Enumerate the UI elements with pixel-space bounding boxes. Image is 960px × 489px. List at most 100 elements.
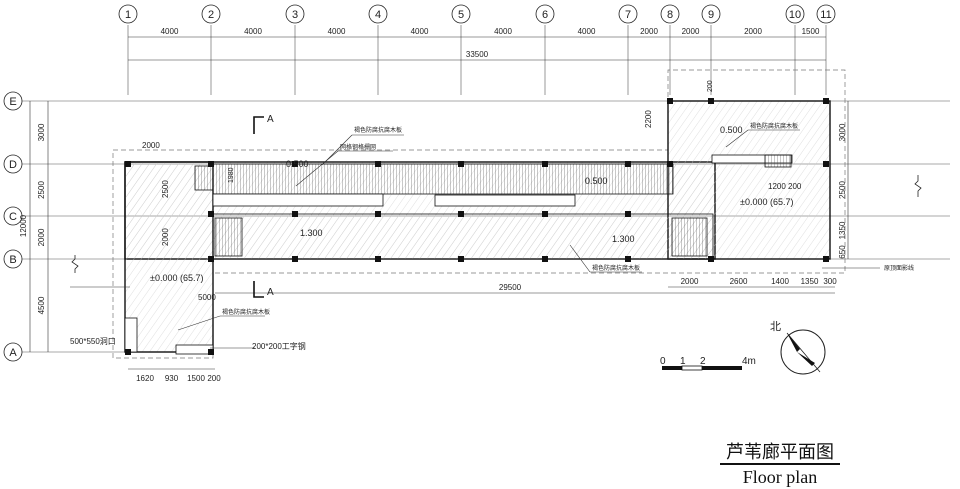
column-marker	[823, 98, 829, 104]
dimension-value: 1350	[838, 221, 847, 239]
section-mark-top: A	[267, 114, 274, 125]
annotation-mesh: 网格钢格栅网	[340, 143, 376, 151]
dimension-value: 2000	[37, 228, 46, 246]
column-marker	[208, 211, 214, 217]
row-axis-label: B	[9, 254, 16, 266]
column-axis-bubble	[660, 4, 680, 24]
dimension-value: 650	[838, 245, 847, 259]
inner-dimension: 2500	[161, 180, 170, 198]
column-marker	[542, 161, 548, 167]
column-marker	[458, 161, 464, 167]
column-marker	[375, 211, 381, 217]
dimension-value: 12000	[19, 214, 28, 237]
column-marker	[542, 256, 548, 262]
column-axis-bubble	[701, 4, 721, 24]
scale-label: 1	[680, 356, 686, 367]
elevation-label: 1.300	[612, 234, 635, 244]
row-axis-bubble	[3, 342, 23, 362]
row-axis-bubble	[3, 249, 23, 269]
annotation-beam: 200*200工字钢	[252, 341, 306, 351]
column-axis-bubble	[118, 4, 138, 24]
dimension-value: 2600	[730, 277, 748, 286]
column-marker	[208, 349, 214, 355]
column-axis-label: 2	[208, 9, 214, 21]
dimension-value: 930	[165, 374, 179, 383]
drawing-title-chinese: 芦苇廊平面图	[726, 442, 834, 463]
dimension-value: 4000	[411, 27, 429, 36]
column-marker	[208, 256, 214, 262]
column-axis-label: 4	[375, 9, 381, 21]
elevation-label: 1.300	[300, 228, 323, 238]
column-axis-label: 6	[542, 9, 548, 21]
section-mark-bottom: A	[267, 287, 274, 298]
dimension-value: 2500	[838, 181, 847, 199]
column-marker	[292, 211, 298, 217]
column-axis-label: 10	[789, 9, 801, 21]
dimension-value: 2000	[682, 27, 700, 36]
dimension-value: 3000	[37, 123, 46, 141]
inner-dimension: 1980	[228, 167, 235, 183]
dimension-value: 1350	[801, 277, 819, 286]
column-axis-bubble	[618, 4, 638, 24]
dimension-value: 4000	[328, 27, 346, 36]
walls-and-floor	[124, 100, 831, 355]
column-marker	[667, 161, 673, 167]
title-underline	[720, 463, 840, 465]
annotation-leaders	[70, 129, 880, 349]
elevation-label: 0.500	[286, 159, 309, 169]
inner-dimension: 200	[788, 182, 802, 191]
column-marker	[458, 256, 464, 262]
inner-dimension: 5000	[198, 293, 216, 302]
elevation-label: 0.500	[720, 125, 743, 135]
row-axis-bubble	[3, 91, 23, 111]
dimension-value: 1620	[136, 374, 154, 383]
dimension-value: 1500	[187, 374, 205, 383]
drawing-title-english: Floor plan	[742, 467, 818, 487]
column-marker	[708, 98, 714, 104]
column-marker	[667, 98, 673, 104]
dimension-value: 4000	[161, 27, 179, 36]
column-axis-bubble	[368, 4, 388, 24]
column-marker	[125, 161, 131, 167]
dimension-value: 2000	[744, 27, 762, 36]
annotation-edge: 原顶面影线	[884, 264, 914, 272]
column-marker	[823, 161, 829, 167]
dimension-value: 3000	[838, 123, 847, 141]
row-axis-bubble	[3, 206, 23, 226]
inner-dimension: 2000	[142, 141, 160, 150]
section-marks	[253, 116, 264, 298]
column-axis-label: 9	[708, 9, 714, 21]
column-marker	[625, 161, 631, 167]
dimension-value: 4000	[244, 27, 262, 36]
column-marker	[125, 349, 131, 355]
scale-bar	[662, 365, 742, 371]
north-arrow-icon	[780, 329, 826, 375]
column-axis-bubble	[451, 4, 471, 24]
column-marker	[625, 256, 631, 262]
annotation-board: 褐色防腐抗腐木板	[750, 122, 798, 130]
dimension-value: 4500	[37, 296, 46, 314]
dimension-value: 4000	[578, 27, 596, 36]
scale-label: 4m	[742, 356, 756, 367]
column-axis-label: 3	[292, 9, 298, 21]
column-marker	[542, 211, 548, 217]
dimension-value: 2500	[37, 181, 46, 199]
dimension-lines	[29, 36, 849, 370]
row-axis-label: E	[9, 96, 16, 108]
inner-dimension: 1200	[768, 182, 786, 191]
north-label: 北	[770, 320, 781, 333]
column-marker	[208, 161, 214, 167]
inner-dimension: 2000	[161, 228, 170, 246]
column-axis-label: 1	[125, 9, 131, 21]
column-axis-label: 8	[667, 9, 673, 21]
row-axis-bubble	[3, 154, 23, 174]
break-marks	[71, 175, 922, 273]
column-axis-bubble	[201, 4, 221, 24]
column-axis-label: 5	[458, 9, 464, 21]
dimension-value: 2000	[681, 277, 699, 286]
column-axis-label: 7	[625, 9, 631, 21]
column-marker	[375, 256, 381, 262]
